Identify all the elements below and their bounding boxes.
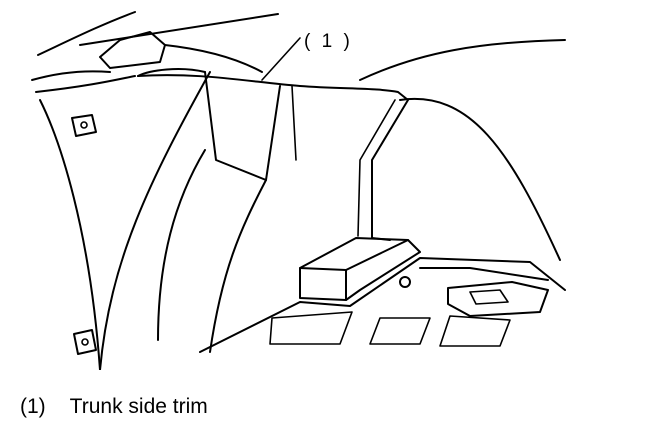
trim-box-bracket [299, 237, 421, 301]
callout-leader-line [261, 37, 301, 81]
callout-label: ( 1 ) [304, 31, 353, 52]
trunk-side-trim-part [137, 68, 409, 353]
legend-text: Trunk side trim [69, 395, 208, 418]
wheel-arch-lines [359, 39, 566, 261]
floor-panel [199, 257, 566, 353]
callout-1: ( 1 ) [261, 31, 353, 81]
rear-side-panel [39, 71, 211, 370]
legend-item-1: (1) Trunk side trim [20, 395, 208, 419]
upper-body-lines [31, 11, 279, 93]
trunk-side-trim-diagram: ( 1 ) [31, 11, 566, 370]
legend-key: (1) [20, 395, 46, 418]
clip-holes [71, 114, 97, 355]
